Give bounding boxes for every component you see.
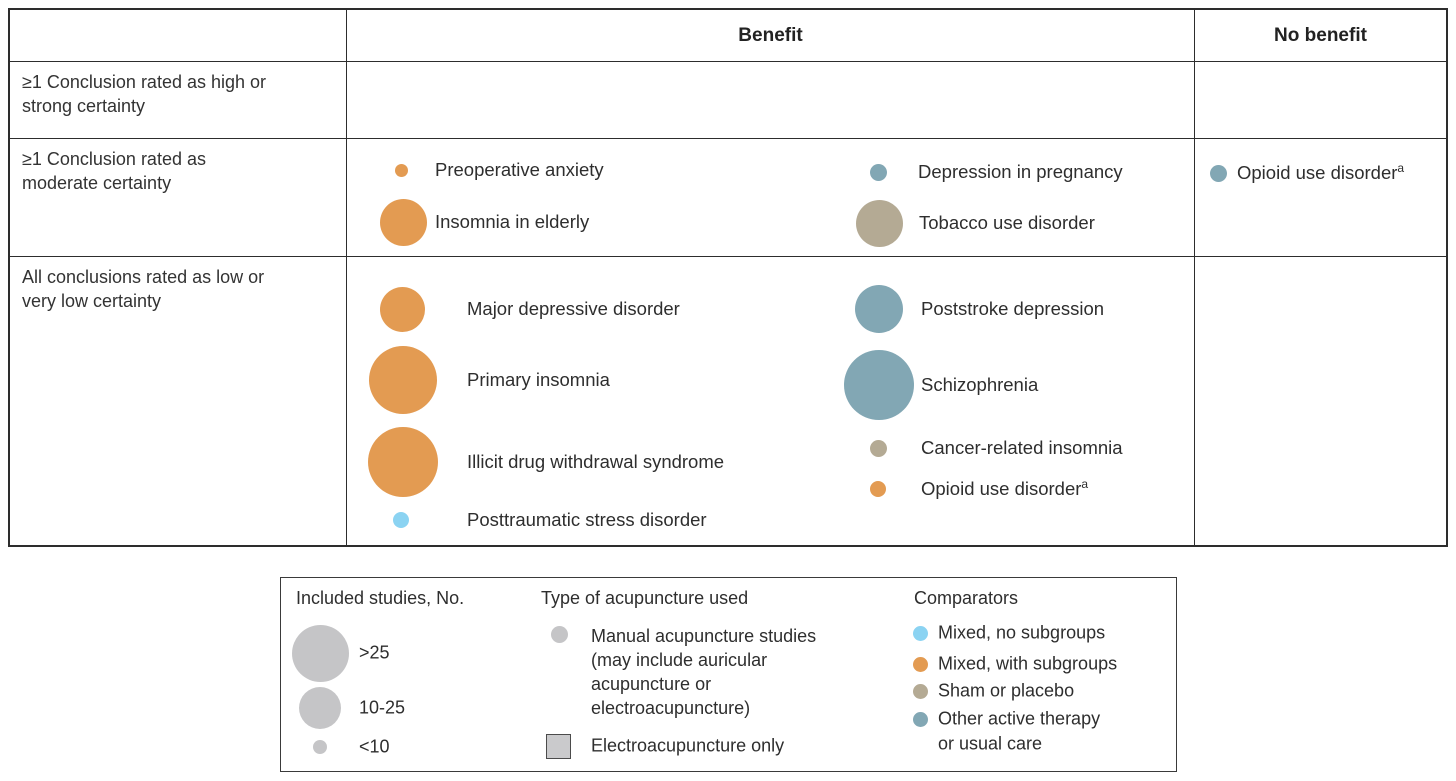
no-benefit-header-label: No benefit	[1274, 24, 1367, 46]
condition-label: Cancer-related insomnia	[921, 437, 1123, 458]
study-size-bubble	[870, 481, 886, 497]
electroacupuncture-label: Electroacupuncture only	[591, 735, 785, 756]
row-label-low-verylow: All conclusions rated as low or very low…	[10, 257, 347, 545]
row-label-line: very low certainty	[22, 290, 162, 311]
row-label-line: ≥1 Conclusion rated as	[22, 149, 206, 169]
study-size-bubble	[844, 350, 914, 420]
study-size-bubble	[394, 163, 408, 177]
comparator-dot-sky	[912, 625, 928, 641]
study-size-bubble	[1209, 164, 1227, 182]
study-size-bubble	[379, 198, 427, 246]
benefit-header-label: Benefit	[738, 24, 803, 46]
legend-title-comparators: Comparators	[914, 588, 1019, 608]
legend-manual-acupuncture-label: Manual acupuncture studies (may include …	[591, 624, 816, 720]
study-size-bubble	[869, 439, 887, 457]
study-size-bubble	[379, 286, 425, 332]
condition-label: Opioid use disordera	[1237, 160, 1405, 183]
study-size-bubble	[855, 199, 903, 247]
footnote-marker: a	[1081, 476, 1089, 491]
row-label-high-strong: ≥1 Conclusion rated as high or strong ce…	[10, 62, 347, 139]
electroacupuncture-square	[546, 734, 571, 759]
condition-label: Posttraumatic stress disorder	[467, 509, 707, 530]
manual-label-line: acupuncture or	[591, 674, 712, 694]
condition-label: Insomnia in elderly	[435, 211, 590, 232]
manual-label-line: Manual acupuncture studies	[591, 626, 817, 646]
row-label-line: strong certainty	[22, 95, 146, 116]
size-large-bubble	[291, 624, 349, 682]
manual-label-line: electroacupuncture)	[591, 698, 751, 718]
study-size-bubble	[855, 285, 903, 333]
benefit-column-header: Benefit	[347, 10, 1195, 62]
cell-moderate-no-benefit: Opioid use disordera	[1195, 139, 1446, 257]
row-label-line: moderate certainty	[22, 172, 172, 193]
size-small-label: <10	[359, 736, 390, 757]
study-size-bubble	[393, 512, 409, 528]
size-medium-label: 10-25	[359, 697, 406, 718]
row-label-moderate: ≥1 Conclusion rated as moderate certaint…	[10, 139, 347, 257]
row-label-line: ≥1 Conclusion rated as high or	[22, 72, 267, 92]
row-label-line: All conclusions rated as low or	[22, 267, 265, 287]
size-large-label: >25	[359, 642, 390, 663]
manual-acupuncture-circle	[550, 625, 568, 643]
evidence-map-table: Benefit No benefit ≥1 Conclusion rated a…	[8, 8, 1448, 547]
size-medium-bubble	[299, 687, 341, 729]
corner-header-cell	[10, 10, 347, 62]
manual-label-line: (may include auricular	[591, 650, 768, 670]
footnote-marker: a	[1397, 160, 1405, 175]
cell-low-benefit: Major depressive disorder Primary insomn…	[347, 257, 1195, 545]
comparator-dot-steel	[912, 711, 928, 727]
no-benefit-column-header: No benefit	[1195, 10, 1446, 62]
condition-label: Preoperative anxiety	[435, 159, 604, 180]
condition-label: Depression in pregnancy	[918, 161, 1123, 182]
cell-high-benefit-empty	[347, 62, 1195, 139]
legend-title-included-studies: Included studies, No.	[296, 588, 465, 608]
comparator-dot-orange	[912, 656, 928, 672]
study-size-bubble	[368, 427, 438, 497]
condition-label: Opioid use disordera	[921, 476, 1089, 499]
condition-label: Tobacco use disorder	[919, 212, 1095, 233]
study-size-bubble	[869, 163, 887, 181]
comparator-dot-tan	[912, 683, 928, 699]
condition-label: Major depressive disorder	[467, 298, 680, 319]
comparator-label: Mixed, with subgroups	[938, 653, 1118, 674]
cell-high-no-benefit-empty	[1195, 62, 1446, 139]
comparator-label: Sham or placebo	[938, 680, 1075, 701]
size-small-bubble	[313, 740, 327, 754]
legend-title-acupuncture-type: Type of acupuncture used	[541, 588, 749, 608]
condition-label: Schizophrenia	[921, 374, 1039, 395]
cell-low-no-benefit-empty	[1195, 257, 1446, 545]
cell-moderate-benefit: Preoperative anxiety Insomnia in elderly…	[347, 139, 1195, 257]
comparator-label: Mixed, no subgroups	[938, 622, 1106, 643]
condition-label: Primary insomnia	[467, 369, 610, 390]
comparator-label: or usual care	[938, 733, 1043, 754]
condition-label: Illicit drug withdrawal syndrome	[467, 451, 725, 472]
study-size-bubble	[369, 346, 437, 414]
comparator-label: Other active therapy	[938, 708, 1101, 729]
condition-label: Poststroke depression	[921, 298, 1105, 319]
legend-box: Included studies, No. >25 10-25 <10 Type…	[280, 577, 1177, 772]
